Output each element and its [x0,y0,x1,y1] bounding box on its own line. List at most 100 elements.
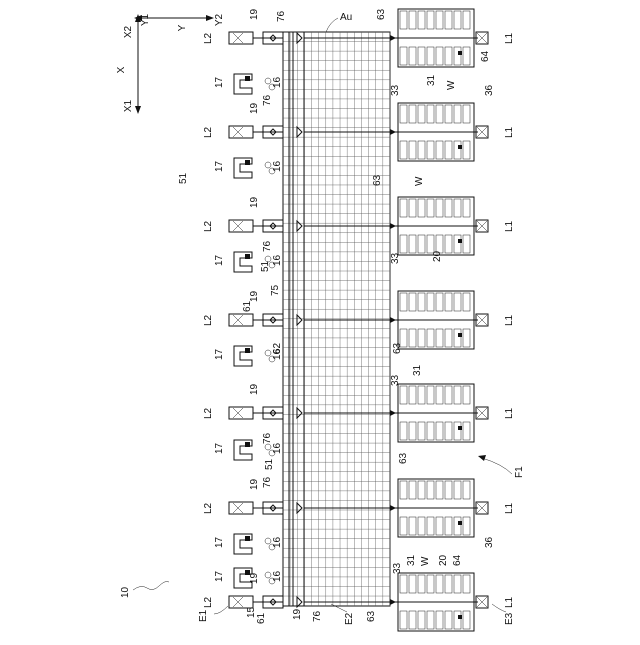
shelf-cell [445,235,452,253]
shelf-cell [400,199,407,217]
shelf-cell [409,611,416,629]
shelf-cell [436,422,443,440]
line-label-l1: L1 [504,126,515,138]
ref-n76: 76 [262,432,273,444]
shelf-cell [445,329,452,347]
ref-n76: 76 [262,240,273,252]
ref-19: 19 [249,478,260,490]
shelf-cell [463,199,470,217]
holder-block [245,442,250,447]
load-port-box [229,502,253,514]
load-port-box [229,126,253,138]
shelf-cell [454,517,461,535]
shelf-cell [409,235,416,253]
shelf-cell [463,47,470,65]
station-row: L2L119 [203,196,515,255]
ref-n61: 61 [256,612,267,624]
workpiece-marker [458,426,462,430]
shelf-cell [418,329,425,347]
arrow-head [390,317,396,323]
shelf-cell [445,575,452,593]
ref-n20: 20 [438,554,449,566]
ref-n20: 20 [432,250,443,262]
ref-n76: 76 [262,476,273,488]
shelf-cell [436,517,443,535]
shelf-cell [463,105,470,123]
line-label-l1: L1 [504,32,515,44]
region-label-f1: F1 [514,466,525,478]
arrow-head [390,223,396,229]
shelf-cell [418,386,425,404]
shelf-cell [400,105,407,123]
shelf-cell [409,329,416,347]
roller-icon [265,78,271,84]
ref-17: 17 [214,570,225,582]
axis-label-x: X [116,66,127,73]
ref-19: 19 [249,290,260,302]
holder-block [245,160,250,165]
shelf-cell [400,386,407,404]
shelf-cell [436,11,443,29]
shelf-cell [409,293,416,311]
ref-n75: 75 [270,284,281,296]
ref-17: 17 [214,76,225,88]
shelf-cell [463,575,470,593]
shelf-cell [463,141,470,159]
shelf-cell [454,141,461,159]
shelf-cell [463,611,470,629]
stage-device: 1716 [214,252,283,272]
shelf-cell [454,11,461,29]
arrow-head [390,410,396,416]
ref-19: 19 [249,383,260,395]
roller-icon [265,162,271,168]
triangle-marker [297,221,302,231]
shelf-cell [436,235,443,253]
shelf-cell [463,11,470,29]
load-port-box [229,32,253,44]
holder-block [245,570,250,575]
shelf-cell [400,575,407,593]
shelf-cell [427,141,434,159]
shelf-cell [400,293,407,311]
shelf-cell [436,575,443,593]
shelf-cell [454,611,461,629]
shelf-cell [436,481,443,499]
holder-block [245,76,250,81]
ref-17: 17 [214,160,225,172]
workpiece-marker [458,51,462,55]
shelf-cell [454,199,461,217]
shelf-cell [427,422,434,440]
line-label-l2: L2 [203,32,214,44]
triangle-marker [297,503,302,513]
shelf-cell [418,575,425,593]
shelf-cell [463,235,470,253]
shelf-cell [418,105,425,123]
coordinate-axes: X2 X X1 Y1 Y Y2 [116,13,225,114]
ref-n62: 62 [272,342,283,354]
stage-device: 1716 [214,534,283,554]
ref-n33: 33 [392,562,403,574]
holder-block [245,254,250,259]
stage-device: 1716 [214,74,283,94]
ref-workpiece: W [414,176,425,186]
ref-17: 17 [214,536,225,548]
shelf-cell [409,517,416,535]
shelf-cell [418,141,425,159]
ref-19: 19 [249,102,260,114]
shelf-cell [400,517,407,535]
shelf-cell [463,293,470,311]
shelf-cell [463,481,470,499]
line-label-l2: L2 [203,126,214,138]
grid-label-au: Au [340,12,352,23]
shelf-cell [454,105,461,123]
shelf-cell [436,611,443,629]
ref-n63: 63 [366,610,377,622]
end-label-e3: E3 [504,612,515,625]
load-port-box [229,407,253,419]
shelf-cell [445,481,452,499]
ref-n63: 63 [376,8,387,20]
station-row: L2L119 [203,478,515,537]
shelf-cell [445,386,452,404]
shelf-cell [454,47,461,65]
shelf-cell [427,575,434,593]
